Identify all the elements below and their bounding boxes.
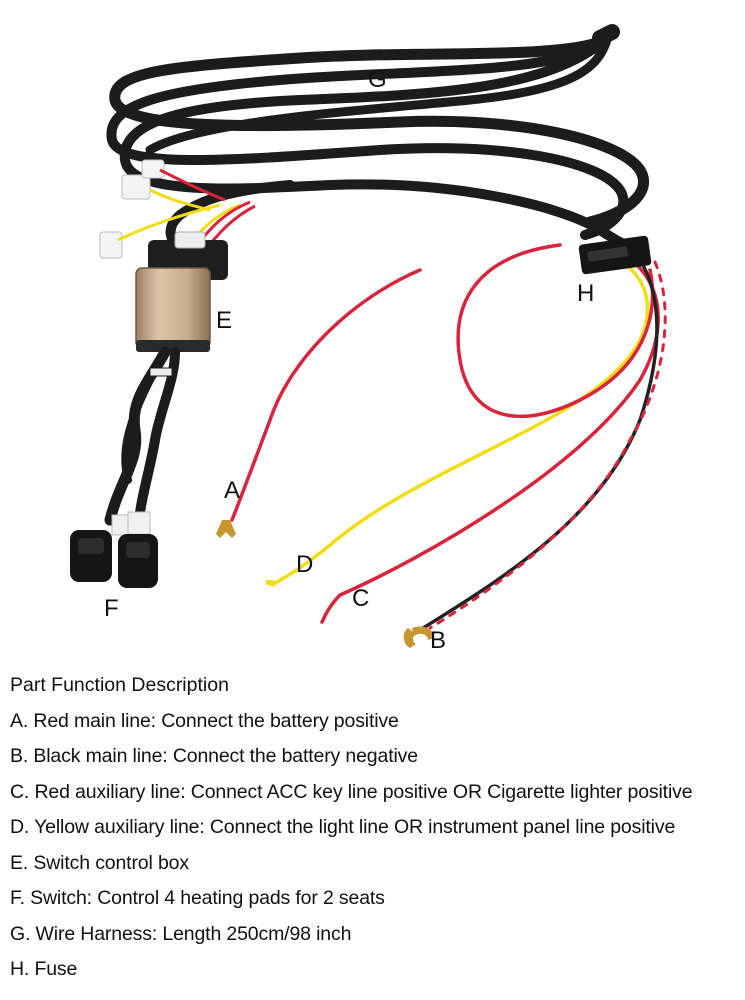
description-item-f: F. Switch: Control 4 heating pads for 2 … (10, 887, 385, 909)
label-f: F (104, 595, 119, 622)
wiring-harness-figure: A B C D E F G H (70, 24, 667, 654)
description-item-e: E. Switch control box (10, 851, 189, 874)
wiring-harness-illustration (70, 24, 667, 648)
switch-cables (104, 346, 180, 535)
label-e: E (216, 307, 233, 334)
label-d: D (296, 551, 314, 578)
label-a: A (224, 477, 241, 504)
description-item-g: G. Wire Harness: Length 250cm/98 inch (10, 922, 352, 945)
description-title: Part Function Description (10, 674, 229, 696)
label-b: B (430, 627, 447, 654)
power-wires (230, 243, 667, 632)
wire-harness (106, 24, 650, 255)
description-item-b: B. Black main line: Connect the battery … (10, 745, 418, 767)
label-c: C (352, 585, 370, 612)
rocker-switches (70, 511, 158, 588)
label-g: G (368, 66, 387, 93)
description-item-a: A. Red main line: Connect the battery po… (10, 709, 399, 732)
description-item-c: C. Red auxiliary line: Connect ACC key l… (10, 780, 693, 803)
switch-control-box (135, 231, 228, 352)
description-item-h: H. Fuse (10, 958, 78, 980)
harness-connectors (99, 159, 226, 259)
label-h: H (577, 280, 595, 307)
terminals (216, 520, 434, 648)
fuse-holder (578, 235, 652, 275)
description-item-d: D. Yellow auxiliary line: Connect the li… (10, 816, 676, 838)
part-function-description: Part Function Description A. Red main li… (10, 672, 740, 992)
